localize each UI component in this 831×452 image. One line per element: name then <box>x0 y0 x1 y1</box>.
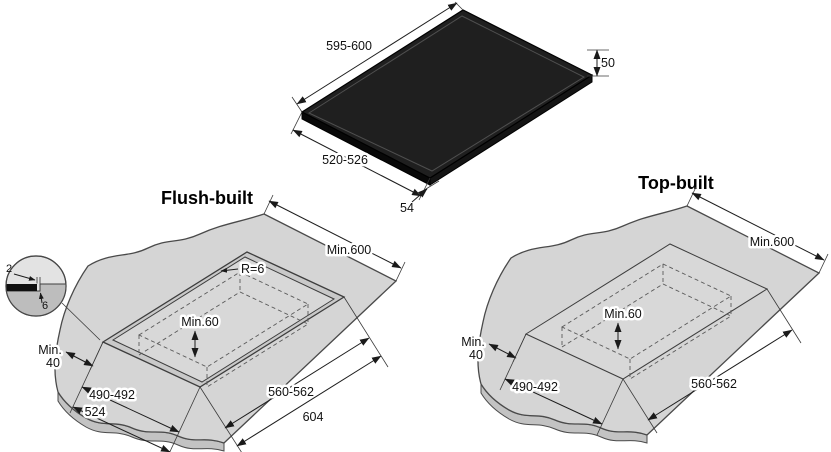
flush-cutout-width-label: 560-562 <box>268 385 314 399</box>
cooktop-depth-label: 520-526 <box>322 153 368 167</box>
dim-flush-cutout-depth: 490-492 524 <box>69 341 201 452</box>
dim-cooktop-thickness: 50 <box>587 49 615 77</box>
top-min-front-label-2: 40 <box>469 348 483 362</box>
top-built-diagram: Min.600 Min.60 Min. 40 490-492 560-562 <box>459 186 829 444</box>
flush-built-diagram: Flush-built Min.600 R=6 <box>5 188 406 452</box>
dim-flush-min-clearance: Min.60 <box>179 313 221 358</box>
dim-flush-min-front: Min. 40 <box>36 341 104 373</box>
detail-section <box>6 277 66 316</box>
dim-cooktop-width: 595-600 <box>291 1 464 113</box>
flush-min-front-label-1: Min. <box>38 343 62 357</box>
flush-min-counter-label: Min.600 <box>327 243 372 257</box>
flush-cutout-outline <box>111 256 336 383</box>
top-min-front-label-1: Min. <box>461 335 485 349</box>
flush-built-title: Flush-built <box>161 188 253 208</box>
callout-flush-radius: R=6 <box>220 260 267 279</box>
cooktop-isometric: 595-600 520-526 50 54 <box>290 1 615 215</box>
cooktop-width-label: 595-600 <box>326 39 372 53</box>
flush-min-front-label-2: 40 <box>46 356 60 370</box>
cooktop-thickness-label: 50 <box>601 56 615 70</box>
top-cutout-depth-label: 490-492 <box>512 380 558 394</box>
detail-gap-label: 2 <box>6 263 12 275</box>
dim-top-cutout-width: 560-562 <box>622 288 802 434</box>
flush-min-clearance-label: Min.60 <box>181 315 219 329</box>
top-cutout-width-label: 560-562 <box>691 377 737 391</box>
flush-cutout-depth-label: 490-492 <box>89 388 135 402</box>
top-min-counter-label: Min.600 <box>750 235 795 249</box>
cooktop-front-height-label: 54 <box>400 201 414 215</box>
flush-edge-detail: 2 6 <box>5 255 101 341</box>
detail-depth-label: 6 <box>42 300 48 312</box>
dim-cooktop-front-height: 54 <box>400 180 440 215</box>
dim-top-cutout-depth: 490-492 <box>499 333 624 436</box>
flush-recess-depth-label: 524 <box>85 405 106 419</box>
dim-top-min-clearance: Min.60 <box>602 305 644 350</box>
dim-top-min-front: Min. 40 <box>459 333 527 365</box>
detail-circle-rim <box>5 255 67 317</box>
dim-flush-min-counter: Min.600 <box>263 194 406 282</box>
dim-top-min-counter: Min.600 <box>686 186 829 274</box>
flush-recess-width-label: 604 <box>303 410 324 424</box>
top-min-clearance-label: Min.60 <box>604 307 642 321</box>
flush-radius-label: R=6 <box>241 262 264 276</box>
dim-flush-cutout-width: 560-562 604 <box>199 296 389 452</box>
top-built-title: Top-built <box>638 173 714 193</box>
